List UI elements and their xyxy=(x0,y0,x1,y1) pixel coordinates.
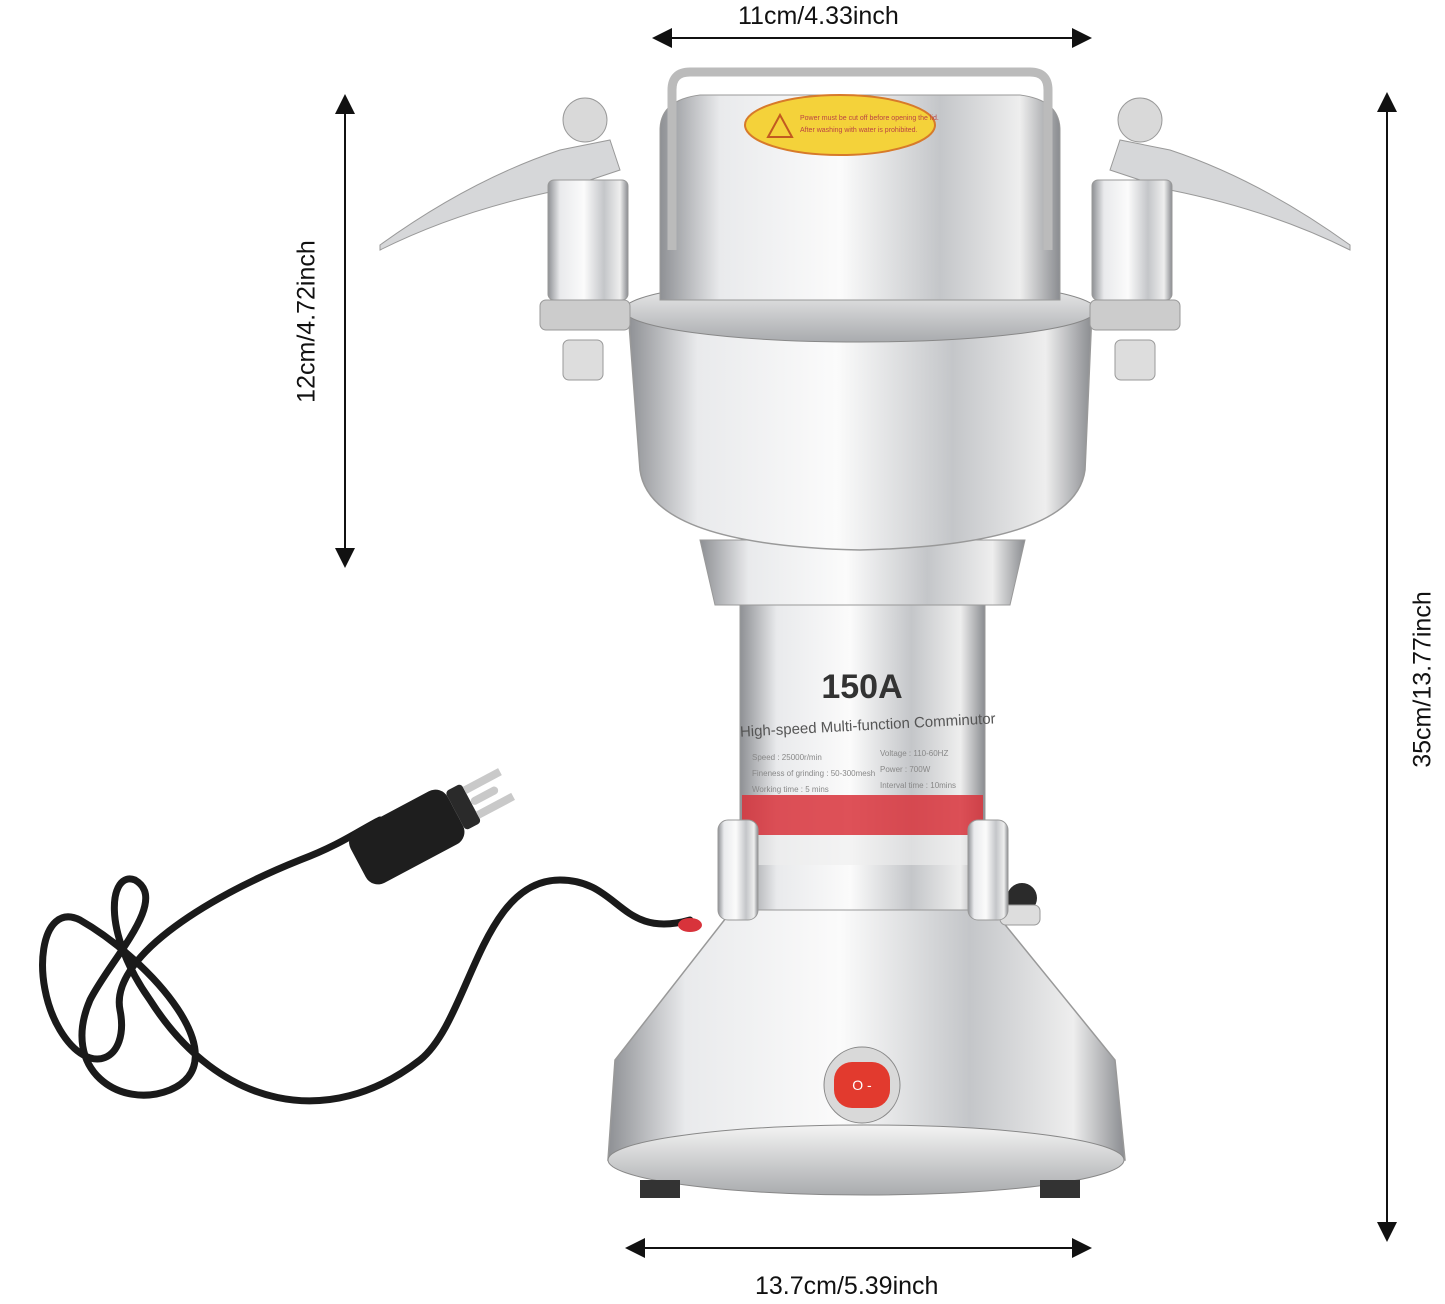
power-cord xyxy=(39,816,694,1105)
svg-text:Power must be cut off before o: Power must be cut off before opening the… xyxy=(800,115,939,122)
svg-text:After washing with water is pr: After washing with water is prohibited. xyxy=(800,127,918,134)
power-switch[interactable] xyxy=(823,1046,901,1124)
svg-text:O -: O - xyxy=(852,1077,872,1093)
base xyxy=(607,883,1126,1198)
lid xyxy=(659,94,1061,301)
svg-text:Voltage : 110-60HZ: Voltage : 110-60HZ xyxy=(880,749,948,758)
warning-sticker xyxy=(744,94,936,156)
svg-text:Working time : 5 mins: Working time : 5 mins xyxy=(752,785,829,794)
total-height-label: 35cm/13.77inch xyxy=(1408,591,1437,768)
svg-text:Power : 700W: Power : 700W xyxy=(880,765,931,774)
cup-height-label: 12cm/4.72inch xyxy=(292,240,321,403)
lid-handle xyxy=(667,67,1053,250)
plug xyxy=(349,768,515,885)
svg-text:Speed : 25000r/min: Speed : 25000r/min xyxy=(752,753,822,762)
top-width-label: 11cm/4.33inch xyxy=(738,2,899,30)
model-label: 150A xyxy=(821,668,902,706)
svg-text:Fineness of grinding : 50-300m: Fineness of grinding : 50-300mesh xyxy=(752,769,875,778)
base-width-label: 13.7cm/5.39inch xyxy=(755,1272,939,1300)
right-clamp xyxy=(1089,97,1351,381)
red-band xyxy=(742,795,983,835)
grinding-cup xyxy=(627,309,1093,551)
svg-text:Interval time : 10mins: Interval time : 10mins xyxy=(880,781,956,790)
left-clamp xyxy=(379,97,631,381)
